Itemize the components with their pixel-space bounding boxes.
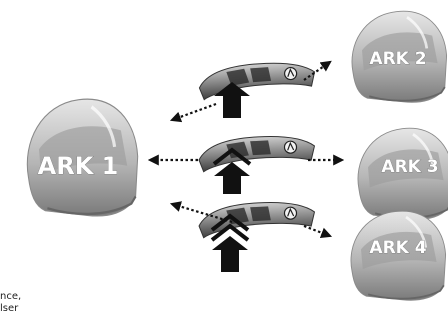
helmet-label-ark3: ARK 3 <box>381 157 438 177</box>
side-text-line2: lser <box>0 303 18 315</box>
intercom-device-icon <box>198 134 316 172</box>
intercom-device-middle <box>150 134 342 194</box>
helmet-label-ark1: ARK 1 <box>38 152 119 180</box>
helmet-ark4: ARK 4 <box>351 211 446 300</box>
intercom-device-icon <box>198 200 316 238</box>
helmet-label-ark4: ARK 4 <box>369 238 426 258</box>
helmet-label-ark2: ARK 2 <box>369 49 426 69</box>
intercom-device-icon <box>198 60 316 100</box>
dotted-arrow-icon <box>304 226 330 236</box>
helmet-ark2: ARK 2 <box>352 11 447 102</box>
up-arrow-icon <box>214 162 250 194</box>
up-arrow-icon <box>212 236 248 272</box>
intercom-device-bottom <box>172 200 330 272</box>
intercom-device-top <box>172 60 330 120</box>
helmet-ark3: ARK 3 <box>358 128 448 219</box>
helmet-ark1: ARK 1 <box>27 99 137 216</box>
side-text-line1: nce, <box>0 291 21 303</box>
dotted-arrow-icon <box>172 104 216 120</box>
